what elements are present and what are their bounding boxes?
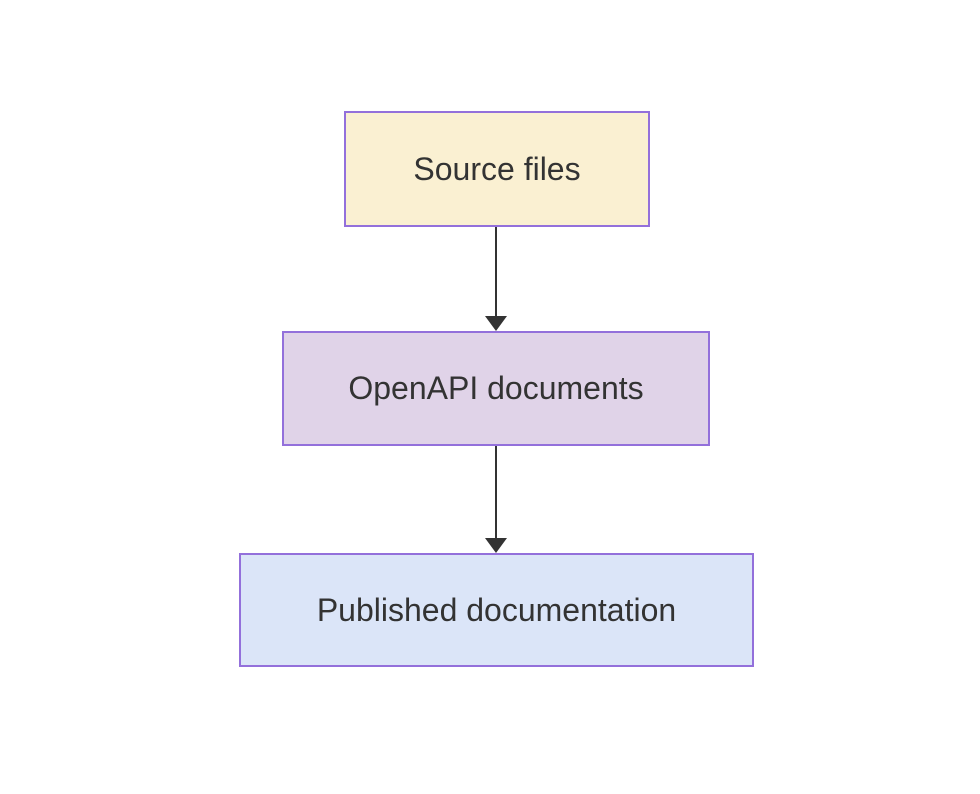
node-published-documentation-label: Published documentation: [316, 591, 677, 628]
arrowhead-down-icon: [485, 316, 507, 331]
node-published-documentation: Published documentation: [239, 553, 754, 667]
node-source-files-label: Source files: [413, 150, 581, 187]
edge-openapi-to-published-line: [495, 446, 497, 539]
arrowhead-down-icon: [485, 538, 507, 553]
edge-source-to-openapi-line: [495, 227, 497, 317]
node-openapi-documents: OpenAPI documents: [282, 331, 710, 446]
node-source-files: Source files: [344, 111, 650, 227]
node-openapi-documents-label: OpenAPI documents: [348, 370, 644, 407]
